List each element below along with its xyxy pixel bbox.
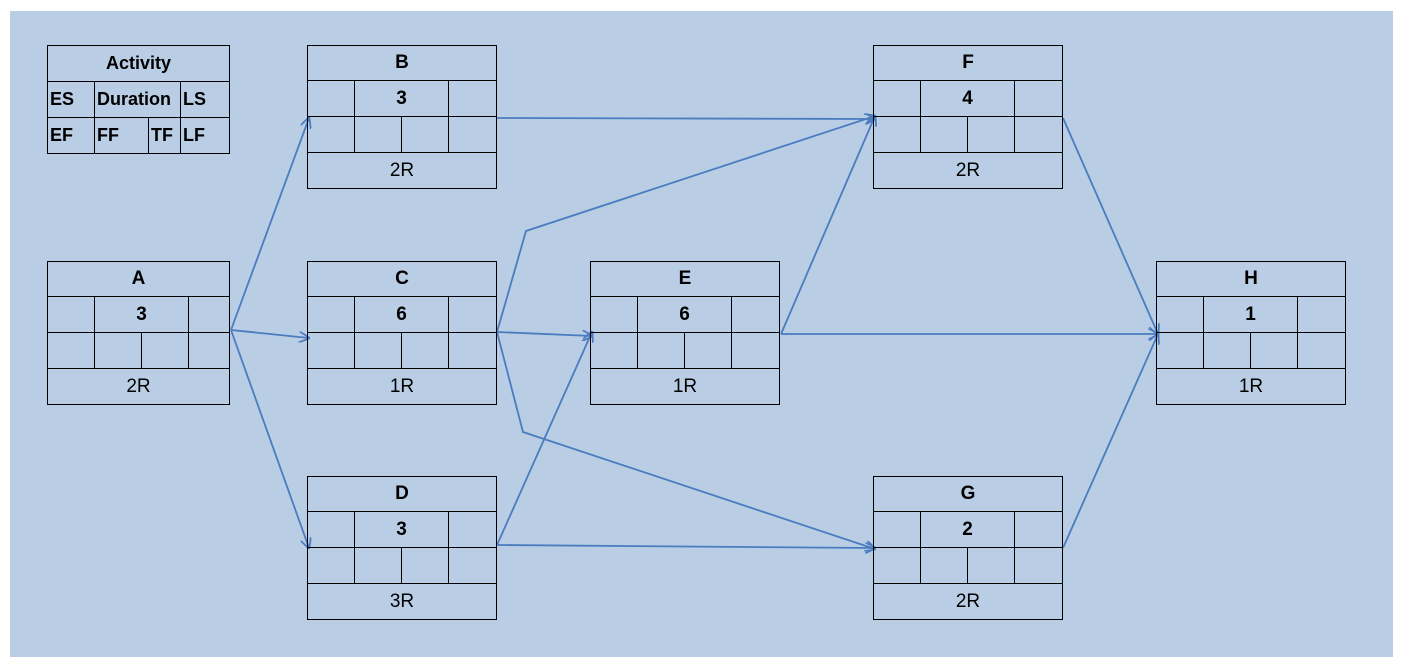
ls-cell bbox=[449, 297, 496, 332]
es-cell bbox=[308, 81, 355, 116]
tf-cell bbox=[968, 117, 1015, 152]
duration-cell: 3 bbox=[355, 81, 449, 116]
ff-cell bbox=[1204, 333, 1251, 368]
ls-cell bbox=[732, 297, 779, 332]
tf-cell bbox=[402, 333, 449, 368]
activity-node-b: B 3 2R bbox=[307, 45, 497, 189]
activity-name: H bbox=[1244, 268, 1258, 289]
legend-box: Activity ES Duration LS EF FF TF LF bbox=[47, 45, 230, 154]
lf-cell bbox=[449, 548, 496, 583]
tf-cell bbox=[142, 333, 189, 368]
es-cell bbox=[591, 297, 638, 332]
ls-cell bbox=[1298, 297, 1345, 332]
activity-name: G bbox=[960, 483, 976, 504]
resource-label: 3R bbox=[389, 590, 415, 612]
activity-node-d: D 3 3R bbox=[307, 476, 497, 620]
ff-cell bbox=[638, 333, 685, 368]
tf-cell bbox=[968, 548, 1015, 583]
ef-cell bbox=[874, 117, 921, 152]
lf-cell bbox=[1015, 548, 1062, 583]
ef-cell bbox=[308, 333, 355, 368]
ef-cell bbox=[874, 548, 921, 583]
activity-name: C bbox=[395, 268, 409, 289]
legend-title: Activity bbox=[105, 53, 172, 73]
ef-cell bbox=[308, 548, 355, 583]
tf-cell bbox=[1251, 333, 1298, 368]
activity-name: D bbox=[395, 483, 409, 504]
lf-cell bbox=[1015, 117, 1062, 152]
tf-cell bbox=[685, 333, 732, 368]
legend-lf: LF bbox=[183, 125, 205, 145]
resource-label: 2R bbox=[955, 590, 981, 612]
resource-label: 2R bbox=[955, 159, 981, 181]
lf-cell bbox=[1298, 333, 1345, 368]
ef-cell bbox=[308, 117, 355, 152]
es-cell bbox=[874, 512, 921, 547]
ls-cell bbox=[1015, 81, 1062, 116]
duration-cell: 6 bbox=[355, 297, 449, 332]
legend-ff: FF bbox=[95, 118, 149, 153]
resource-label: 1R bbox=[389, 375, 415, 397]
ff-cell bbox=[921, 548, 968, 583]
ls-cell bbox=[449, 512, 496, 547]
ls-cell bbox=[189, 297, 229, 332]
legend-es: ES bbox=[48, 82, 95, 117]
ef-cell bbox=[48, 333, 95, 368]
lf-cell bbox=[449, 117, 496, 152]
ef-cell bbox=[1157, 333, 1204, 368]
resource-label: 2R bbox=[126, 375, 151, 397]
activity-name: F bbox=[962, 52, 974, 73]
activity-node-e: E 6 1R bbox=[590, 261, 780, 405]
tf-cell bbox=[402, 548, 449, 583]
legend-ef: EF bbox=[48, 118, 95, 153]
activity-name: B bbox=[395, 52, 409, 73]
es-cell bbox=[48, 297, 95, 332]
ls-cell bbox=[449, 81, 496, 116]
ff-cell bbox=[355, 333, 402, 368]
es-cell bbox=[308, 512, 355, 547]
resource-label: 1R bbox=[672, 375, 698, 397]
es-cell bbox=[1157, 297, 1204, 332]
duration-cell: 6 bbox=[638, 297, 732, 332]
es-cell bbox=[874, 81, 921, 116]
ff-cell bbox=[355, 117, 402, 152]
ls-cell bbox=[1015, 512, 1062, 547]
activity-node-c: C 6 1R bbox=[307, 261, 497, 405]
lf-cell bbox=[449, 333, 496, 368]
resource-label: 2R bbox=[389, 159, 415, 181]
legend-tf: TF bbox=[149, 118, 181, 153]
ff-cell bbox=[921, 117, 968, 152]
legend-duration: Duration bbox=[95, 82, 181, 117]
duration-cell: 3 bbox=[355, 512, 449, 547]
activity-node-f: F 4 2R bbox=[873, 45, 1063, 189]
legend-ls: LS bbox=[183, 89, 207, 109]
activity-name: E bbox=[678, 268, 692, 289]
ff-cell bbox=[355, 548, 402, 583]
activity-node-h: H 1 1R bbox=[1156, 261, 1346, 405]
lf-cell bbox=[189, 333, 229, 368]
ff-cell bbox=[95, 333, 142, 368]
resource-label: 1R bbox=[1238, 375, 1264, 397]
tf-cell bbox=[402, 117, 449, 152]
activity-name: A bbox=[131, 268, 146, 289]
duration-cell: 3 bbox=[95, 297, 189, 332]
es-cell bbox=[308, 297, 355, 332]
lf-cell bbox=[732, 333, 779, 368]
duration-cell: 4 bbox=[921, 81, 1015, 116]
activity-node-g: G 2 2R bbox=[873, 476, 1063, 620]
activity-node-a: A 3 2R bbox=[47, 261, 230, 405]
ef-cell bbox=[591, 333, 638, 368]
duration-cell: 1 bbox=[1204, 297, 1298, 332]
duration-cell: 2 bbox=[921, 512, 1015, 547]
